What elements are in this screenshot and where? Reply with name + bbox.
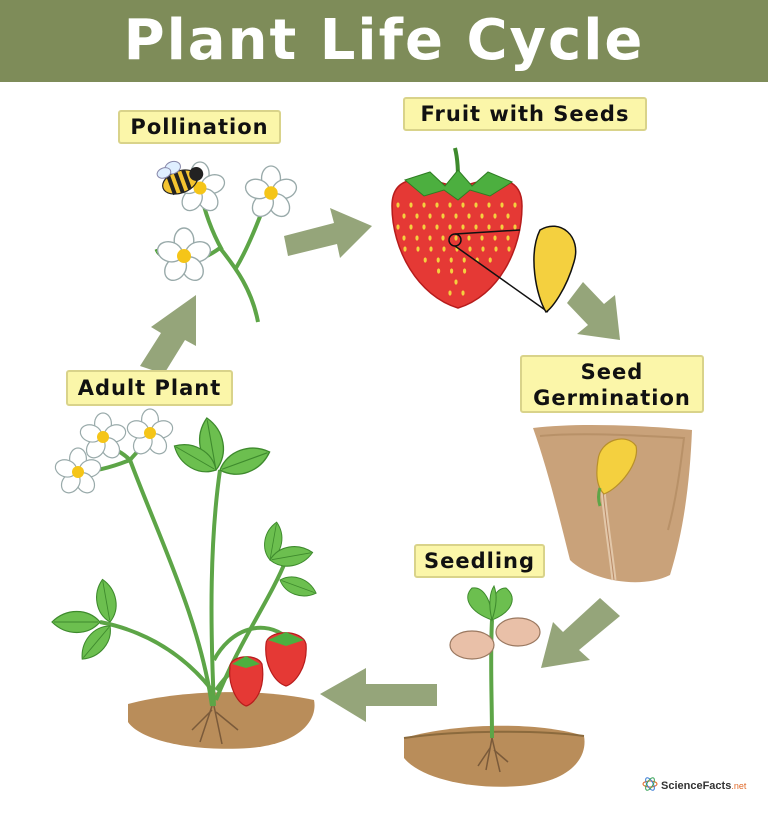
strawberry-seed-dot: [467, 213, 471, 219]
strawberry-seed-dot: [396, 202, 400, 208]
strawberry-seed-dot: [403, 246, 407, 252]
strawberry-seed-dot: [429, 246, 433, 252]
strawberry-seed-dot: [415, 235, 419, 241]
bee-icon: [156, 160, 204, 196]
seedling-illustration: [403, 584, 585, 787]
strawberry-seed-dot: [487, 202, 491, 208]
strawberry-seed-dot: [462, 268, 467, 274]
strawberry-seed-dot: [494, 246, 498, 252]
stage-label-adult-plant: Adult Plant: [66, 370, 233, 406]
strawberry-seed-dot: [500, 224, 504, 230]
strawberry-seed-dot: [513, 202, 517, 208]
strawberry-seed-dot: [461, 202, 465, 208]
stage-label-seed-germination: Seed Germination: [520, 355, 704, 413]
strawberry-seed-dot: [493, 213, 497, 219]
strawberry-seed-dot: [428, 213, 432, 219]
header-bar: [0, 0, 768, 82]
strawberry-seed-dot: [480, 213, 484, 219]
strawberry-seed-dot: [442, 246, 446, 252]
strawberry-seed-dot: [402, 235, 406, 241]
arrow-germination-to-seedling: [541, 598, 620, 668]
strawberry-seed-dot: [493, 235, 497, 241]
arrow-seedling-to-adult: [320, 668, 437, 722]
stage-label-seed-line: Seed: [580, 360, 644, 384]
strawberry-seed-dot: [441, 213, 445, 219]
strawberry-seed-dot: [454, 235, 458, 241]
strawberry-seed-dot: [448, 224, 452, 230]
strawberry-seed-dot: [454, 279, 458, 285]
strawberry-seed-dot: [448, 202, 452, 208]
strawberry-seed-dot: [396, 224, 400, 230]
atom-logo-icon: [642, 777, 658, 791]
stage-label-germination-line: Germination: [533, 386, 691, 410]
strawberry-seed-dot: [435, 202, 439, 208]
arrow-fruit-to-germination: [567, 282, 620, 340]
strawberry-seed-dot: [441, 235, 445, 241]
strawberry-seed-dot: [462, 257, 466, 263]
strawberry-seed-dot: [500, 202, 504, 208]
strawberry-seed-dot: [415, 213, 419, 219]
strawberry-seed-dot: [422, 202, 426, 208]
strawberry-seed-dot: [422, 224, 426, 230]
strawberry-seed-dot: [506, 235, 510, 241]
strawberry-seed-dot: [480, 235, 484, 241]
strawberry-seed-dot: [488, 257, 492, 263]
strawberry-seed-dot: [435, 224, 439, 230]
brand-suffix: .net: [731, 781, 747, 791]
brand-name: ScienceFacts: [661, 780, 732, 792]
strawberry-seed-dot: [436, 268, 441, 274]
strawberry-seed-dot: [474, 224, 478, 230]
arrow-pollination-to-fruit: [284, 208, 372, 258]
strawberry-seed-dot: [416, 246, 420, 252]
strawberry-seed-dot: [467, 235, 471, 241]
strawberry-seed-dot: [506, 213, 510, 219]
stage-label-pollination: Pollination: [118, 110, 281, 144]
strawberry-seed-dot: [436, 257, 440, 263]
stage-label-seedling: Seedling: [414, 544, 545, 578]
strawberry-seed-dot: [461, 290, 465, 296]
strawberry-seed-dot: [513, 224, 517, 230]
page-title: Plant Life Cycle: [123, 8, 645, 73]
strawberry-seed-dot: [468, 246, 472, 252]
strawberry-seed-dot: [449, 268, 454, 274]
strawberry-seed-dot: [449, 257, 453, 263]
strawberry-seed-dot: [487, 224, 491, 230]
arrow-adult-to-pollination: [140, 295, 196, 374]
stage-label-fruit-with-seeds: Fruit with Seeds: [403, 97, 647, 131]
strawberry-seed-dot: [402, 213, 406, 219]
brand-logo: ScienceFacts.net: [661, 780, 746, 792]
strawberry-seed-dot: [507, 246, 511, 252]
strawberry-seed-dot: [428, 235, 432, 241]
strawberry-fruit-illustration: [391, 147, 577, 314]
adult-plant-illustration: [51, 408, 320, 749]
strawberry-seed-dot: [454, 213, 458, 219]
strawberry-seed-dot: [481, 246, 485, 252]
strawberry-seed-dot: [423, 257, 427, 263]
strawberry-seed-dot: [448, 290, 452, 296]
strawberry-seed-dot: [474, 202, 478, 208]
strawberry-seed-dot: [409, 202, 413, 208]
seed-germination-illustration: [533, 424, 692, 583]
pollination-illustration: [153, 160, 300, 323]
strawberry-seed-dot: [409, 224, 413, 230]
strawberry-seed-dot: [461, 224, 465, 230]
